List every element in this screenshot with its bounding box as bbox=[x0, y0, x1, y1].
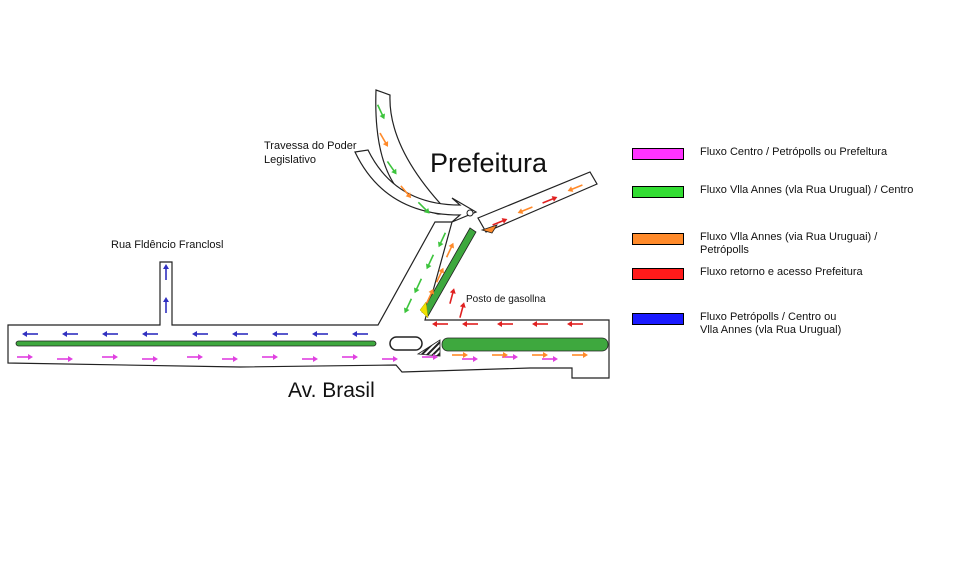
flow-arrow-blue bbox=[142, 331, 158, 337]
flow-arrow-blue bbox=[163, 297, 169, 313]
flow-arrow-magenta bbox=[57, 356, 73, 362]
flow-arrow-orange bbox=[532, 352, 548, 358]
flow-arrow-magenta bbox=[17, 354, 33, 360]
flow-arrow-travessa bbox=[386, 160, 397, 175]
flow-arrow-access bbox=[567, 184, 583, 192]
label-av-brasil: Av. Brasil bbox=[288, 379, 375, 402]
flow-arrow-blue bbox=[22, 331, 38, 337]
flow-arrow-blue bbox=[272, 331, 288, 337]
median-west bbox=[15, 340, 377, 347]
flow-arrow-blue bbox=[312, 331, 328, 337]
flow-arrow-access bbox=[517, 206, 533, 214]
legend-text: Fluxo Centro / Petrópolls ou Prefeltura bbox=[700, 146, 888, 158]
flow-arrow-orange bbox=[425, 288, 434, 304]
flow-arrow-magenta bbox=[222, 356, 238, 362]
flow-arrow-red bbox=[459, 302, 466, 318]
label-travessa: Travessa do Poder Legislativo bbox=[264, 140, 357, 166]
label-rua-fidencio: Rua Fldêncio Franclosl bbox=[111, 239, 224, 251]
flow-arrow-magenta bbox=[102, 354, 118, 360]
hatched-area bbox=[416, 339, 441, 357]
flow-arrow-magenta bbox=[187, 354, 203, 360]
flow-arrow-magenta bbox=[302, 356, 318, 362]
flow-arrow-blue bbox=[163, 264, 169, 280]
flow-arrow-travessa bbox=[379, 132, 389, 147]
flow-arrow-red bbox=[432, 321, 448, 327]
flow-arrow-red bbox=[462, 321, 478, 327]
flow-arrow-magenta bbox=[382, 356, 398, 362]
legend-swatch bbox=[632, 268, 684, 280]
flow-arrows bbox=[17, 104, 588, 362]
legend-swatch bbox=[632, 148, 684, 160]
flow-arrow-green bbox=[438, 232, 447, 248]
legend-text: Fluxo Vlla Annes (vla Rua Urugual) / Cen… bbox=[700, 184, 914, 196]
yellow-marking bbox=[419, 301, 429, 319]
flow-arrow-magenta bbox=[342, 354, 358, 360]
flow-arrow-orange bbox=[492, 352, 508, 358]
flow-arrow-travessa bbox=[417, 201, 430, 214]
flow-arrow-blue bbox=[62, 331, 78, 337]
flow-arrow-blue bbox=[192, 331, 208, 337]
flow-arrow-travessa bbox=[400, 185, 412, 199]
legend-swatch bbox=[632, 313, 684, 325]
legend-swatch bbox=[632, 186, 684, 198]
flow-arrow-travessa bbox=[376, 104, 385, 120]
flow-arrow-red bbox=[567, 321, 583, 327]
label-prefeitura: Prefeitura bbox=[430, 148, 548, 178]
flow-arrow-green bbox=[414, 278, 423, 294]
roundabout-marker bbox=[466, 209, 474, 217]
island-prefeitura bbox=[480, 224, 498, 234]
legend-swatch bbox=[632, 233, 684, 245]
label-posto: Posto de gasollna bbox=[466, 294, 546, 305]
flow-arrow-magenta bbox=[542, 356, 558, 362]
flow-arrow-orange bbox=[452, 352, 468, 358]
median-center bbox=[389, 336, 423, 351]
legend: Fluxo Centro / Petrópolls ou Prefeltura … bbox=[632, 145, 952, 345]
flow-arrow-green bbox=[426, 254, 435, 270]
flow-arrow-magenta bbox=[462, 356, 478, 362]
flow-arrow-red bbox=[532, 321, 548, 327]
flow-arrow-red bbox=[497, 321, 513, 327]
curved-arrow bbox=[354, 149, 478, 223]
prefeitura-access-road bbox=[477, 171, 598, 233]
legend-text: Fluxo Vlla Annes (via Rua Uruguai) / Pet… bbox=[700, 231, 878, 256]
flow-arrow-orange bbox=[435, 267, 444, 283]
flow-arrow-green bbox=[404, 298, 413, 314]
flow-arrow-orange bbox=[572, 352, 588, 358]
legend-text: Fluxo Petrópolls / Centro ou Vlla Annes … bbox=[700, 311, 842, 336]
flow-arrow-magenta bbox=[262, 354, 278, 360]
flow-arrow-blue bbox=[352, 331, 368, 337]
flow-arrow-blue bbox=[232, 331, 248, 337]
flow-arrow-magenta bbox=[142, 356, 158, 362]
flow-arrow-red bbox=[449, 288, 456, 304]
flow-arrow-orange bbox=[445, 242, 454, 258]
flow-arrow-magenta bbox=[422, 354, 438, 360]
legend-text: Fluxo retorno e acesso Prefeitura bbox=[700, 266, 863, 278]
flow-arrow-access bbox=[542, 196, 558, 204]
median-east bbox=[441, 337, 609, 352]
flow-arrow-blue bbox=[102, 331, 118, 337]
flow-arrow-access bbox=[492, 218, 508, 226]
